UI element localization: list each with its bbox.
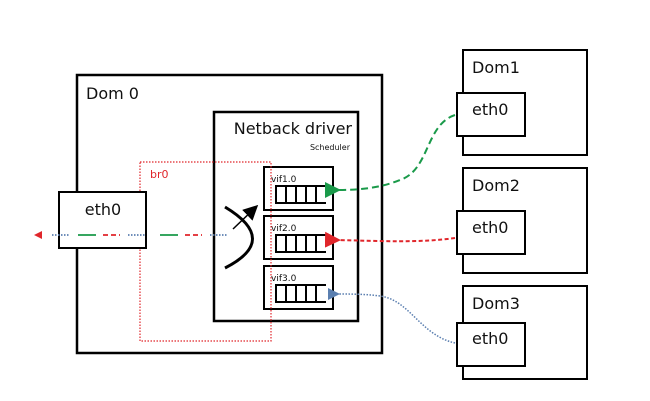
dom0-eth0-box xyxy=(58,191,147,249)
scheduler-arc-icon xyxy=(224,205,254,270)
dom1-eth0-label: eth0 xyxy=(472,100,508,119)
queue-icon xyxy=(275,234,326,253)
dom2-label: Dom2 xyxy=(472,176,520,195)
vif-label: vif3.0 xyxy=(271,274,297,284)
dom2-eth0-box xyxy=(456,210,526,255)
vif-label: vif1.0 xyxy=(271,175,297,185)
vif-label: vif2.0 xyxy=(271,224,297,234)
queue-icon xyxy=(275,185,326,204)
bridge-br0-box xyxy=(139,161,272,342)
scheduler-label: Scheduler xyxy=(310,143,351,152)
dom2-flow-red xyxy=(324,231,456,248)
dom3-eth0-label: eth0 xyxy=(472,329,508,348)
outbound-flow xyxy=(34,231,228,239)
dom0-eth0-label: eth0 xyxy=(85,200,121,219)
netback-driver-title: Netback driver xyxy=(234,119,353,138)
vif-box-2: vif2.0 xyxy=(263,215,334,260)
outbound-arrow-icon xyxy=(34,231,42,239)
scheduler-arrow-icon xyxy=(232,204,259,230)
dom1-eth0-box xyxy=(456,92,526,137)
dom1-label: Dom1 xyxy=(472,58,520,77)
dom3-label: Dom3 xyxy=(472,294,520,313)
dom0-label: Dom 0 xyxy=(86,84,139,103)
bridge-br0-label: br0 xyxy=(150,168,169,181)
vif-box-1: vif1.0 xyxy=(263,166,334,211)
vif-box-3: vif3.0 xyxy=(263,265,334,310)
dom2-eth0-label: eth0 xyxy=(472,218,508,237)
dom1-flow-green xyxy=(324,114,456,199)
queue-icon xyxy=(275,284,326,303)
dom3-flow-blue xyxy=(327,287,456,344)
dom3-eth0-box xyxy=(456,322,526,367)
